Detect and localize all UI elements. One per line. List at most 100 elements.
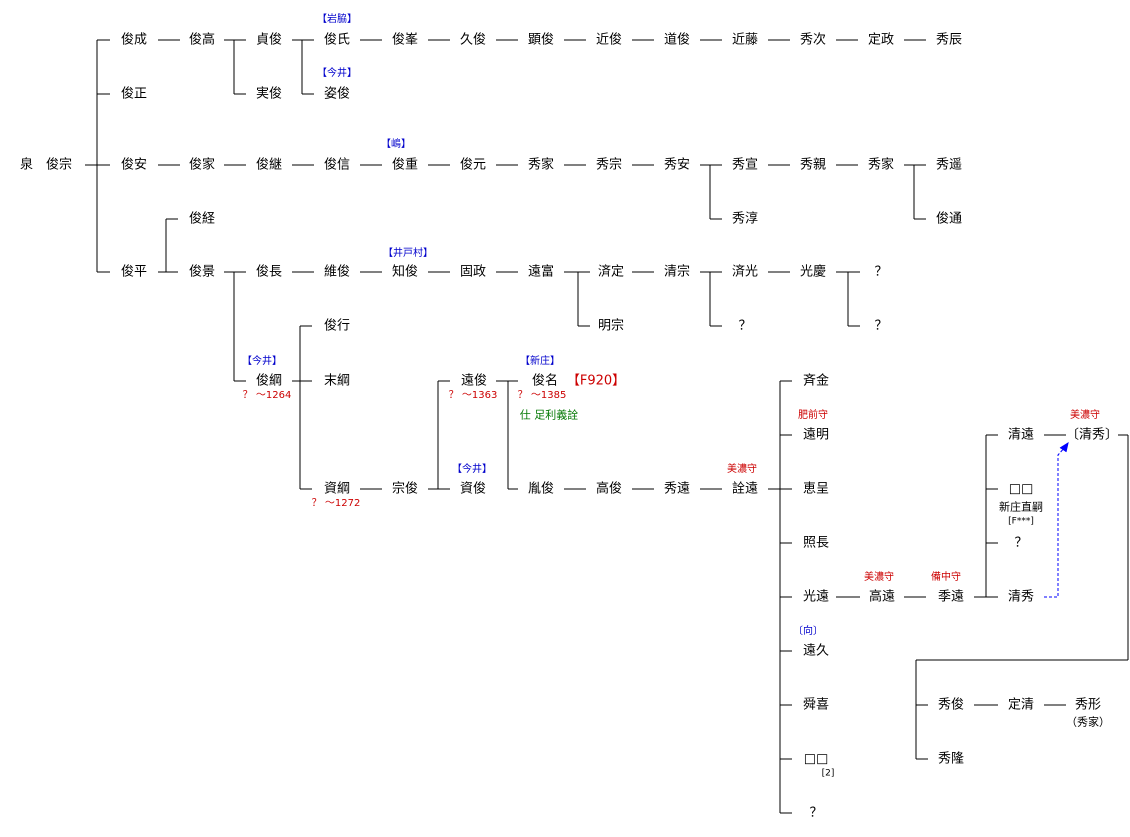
root-person: 泉 俊宗 [19, 157, 73, 173]
person-akimune: 明宗 [597, 318, 625, 334]
person-terunaga: 照長 [802, 535, 830, 551]
person-akitoo: 詮遠 [731, 481, 759, 497]
person-sukeduna: 資綱 [323, 481, 351, 497]
person-hideharu: 秀遥 [935, 157, 963, 173]
person-chikatoshi: 近俊 [595, 32, 623, 48]
person-hidetoshi: 秀俊 [937, 697, 965, 713]
person-hideie-2: 秀家 [867, 157, 895, 173]
person-sadatoshi: 貞俊 [255, 32, 283, 48]
person-toshitsune: 俊経 [188, 211, 216, 227]
person-shunki: 舜喜 [802, 697, 830, 713]
person-suetsuna: 末綱 [323, 373, 351, 389]
person-tomotoshi: 知俊 [391, 264, 419, 280]
person-unknown-3: ？ [874, 318, 888, 334]
person-hidemune: 秀宗 [595, 157, 623, 173]
person-toshitsuna: 俊綱 [255, 373, 283, 389]
person-toshimasa: 俊正 [120, 86, 148, 102]
person-sanetoshi: 実俊 [255, 86, 283, 102]
person-toshikage: 俊景 [188, 264, 216, 280]
person-shitoshi: 姿俊 [323, 86, 351, 102]
person-toshinobu: 俊信 [323, 157, 351, 173]
person-toomei: 遠明 [802, 427, 830, 443]
person-suketoshi: 資俊 [459, 481, 487, 497]
person-mitsutoo: 光遠 [802, 589, 830, 605]
person-toshiuji: 俊氏 [323, 32, 351, 48]
person-toshinari: 俊成 [120, 32, 148, 48]
note-hideie: （秀家） [1066, 715, 1110, 729]
person-akitoshi: 顕俊 [527, 32, 555, 48]
person-kiyohide: 清秀 [1007, 589, 1035, 605]
person-katamasa: 固政 [459, 264, 487, 280]
person-unknown-5: ？ [809, 805, 823, 821]
person-kiyohide-bracket: 〔清秀〕 [1065, 427, 1119, 443]
person-sumisada: 済定 [597, 264, 625, 280]
date-toshina: ？ ～1385 [517, 390, 567, 401]
person-hidetsugu: 秀次 [799, 32, 827, 48]
title-mino-2: 美濃守 [1070, 410, 1100, 421]
person-hidetatsu: 秀辰 [935, 32, 963, 48]
person-sadamasa: 定政 [867, 32, 895, 48]
person-hidetaka: 秀隆 [937, 751, 965, 767]
person-unknown-2: ？ [738, 318, 752, 334]
person-tootomi: 遠富 [527, 264, 555, 280]
person-koretoshi: 維俊 [323, 264, 351, 280]
person-munetoshi: 宗俊 [391, 481, 419, 497]
person-hidejun: 秀淳 [731, 211, 759, 227]
person-unknown-boxes-1: □□ [1008, 481, 1034, 497]
person-suetoo: 季遠 [937, 589, 965, 605]
person-kiyotoo: 清遠 [1007, 427, 1035, 443]
title-hizen: 肥前守 [798, 410, 828, 421]
label-shima: 【嶋】 [381, 139, 411, 150]
person-toshimoto: 俊元 [459, 157, 487, 173]
label-imai-1: 【今井】 [317, 68, 357, 79]
person-toshinaga: 俊長 [255, 264, 283, 280]
person-toohisa: 遠久 [802, 643, 830, 659]
person-tanetoshi: 胤俊 [527, 481, 555, 497]
person-michitoshi: 道俊 [663, 32, 691, 48]
label-imai-3: 【今井】 [452, 464, 492, 475]
person-hidekatachi: 秀形 [1074, 697, 1102, 713]
person-hideyasu: 秀安 [663, 157, 691, 173]
person-seikin: 斉金 [802, 373, 830, 389]
person-toshiyasu: 俊安 [120, 157, 148, 173]
person-toshiyuki: 俊行 [323, 318, 351, 334]
person-takatoo: 高遠 [868, 589, 896, 605]
person-kondo: 近藤 [731, 32, 759, 48]
code-f920: 【F920】 [566, 373, 626, 389]
person-toshishige: 俊重 [391, 157, 419, 173]
code-fstar: [F***] [1008, 516, 1034, 527]
person-hideie: 秀家 [527, 157, 555, 173]
label-shinjo: 【新庄】 [520, 356, 560, 367]
label-idomura: 【井戸村】 [383, 248, 433, 259]
person-tootoshi: 遠俊 [460, 373, 488, 389]
person-kiyomune: 清宗 [663, 264, 691, 280]
person-unknown-boxes-2: □□ [803, 751, 829, 767]
label-imai-2: 【今井】 [242, 356, 282, 367]
person-unknown-4: ？ [1014, 535, 1028, 551]
person-sadakiyo: 定清 [1007, 697, 1035, 713]
person-hisatoshi: 久俊 [459, 32, 487, 48]
person-toshimichi: 俊通 [935, 211, 963, 227]
note-naotsugu: 新庄直嗣 [999, 500, 1043, 514]
person-toshina: 俊名 [531, 373, 559, 389]
person-takatoshi: 高俊 [595, 481, 623, 497]
person-hidechika: 秀親 [799, 157, 827, 173]
person-toshiie: 俊家 [188, 157, 216, 173]
person-toshihira: 俊平 [120, 264, 148, 280]
person-unknown-1: ？ [874, 264, 888, 280]
person-toshitaka: 俊高 [188, 32, 216, 48]
service-note: 仕 足利義詮 [519, 408, 579, 422]
person-mitsuyoshi: 光慶 [799, 264, 827, 280]
date-toshitsuna: ？ ～1264 [242, 390, 292, 401]
note-2: [2] [821, 768, 835, 779]
title-bicchu: 備中守 [931, 572, 961, 583]
person-sumimitsu: 済光 [731, 264, 759, 280]
date-tootoshi: ？ ～1363 [448, 390, 498, 401]
person-toshimine: 俊峯 [391, 32, 419, 48]
title-mino-1: 美濃守 [727, 464, 757, 475]
person-hidetoo: 秀遠 [663, 481, 691, 497]
person-keitei: 恵呈 [802, 481, 830, 497]
label-iwawaki: 【岩脇】 [317, 14, 357, 25]
person-hidenobu: 秀宣 [731, 157, 759, 173]
